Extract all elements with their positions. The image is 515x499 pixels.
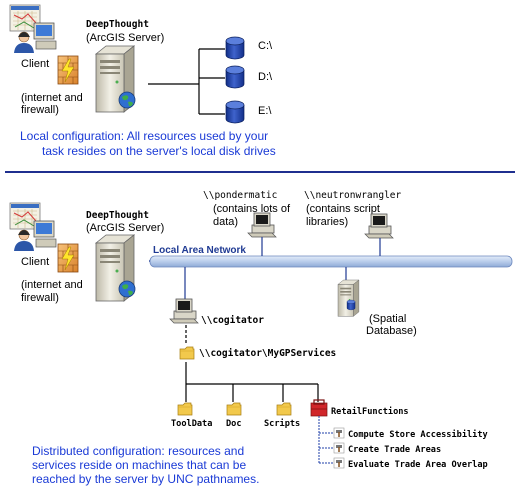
- doc-folder-icon: [226, 402, 242, 416]
- spatial-db-line2: Database): [366, 325, 417, 337]
- pondermatic-workstation-icon: [247, 212, 277, 238]
- globe-icon: [118, 91, 136, 109]
- tool-icon: [333, 427, 345, 439]
- top-firewall-line1: (internet and: [21, 92, 83, 104]
- bottom-caption-line2: services reside on machines that can be: [32, 458, 246, 472]
- bottom-caption-line1: Distributed configuration: resources and: [32, 444, 244, 458]
- pondermatic-line2: data): [213, 216, 238, 228]
- cogitator-name: \\cogitator: [201, 315, 264, 326]
- bottom-server-subtitle: (ArcGIS Server): [86, 222, 164, 234]
- lan-label: Local Area Network: [153, 245, 246, 256]
- client-icon: [9, 4, 57, 54]
- top-caption-line2: task resides on the server's local disk …: [42, 144, 276, 158]
- neutronwrangler-workstation-icon: [364, 213, 394, 239]
- toolbox-name: RetailFunctions: [331, 406, 409, 417]
- neutronwrangler-name: \\neutronwrangler: [304, 190, 402, 201]
- drive-c-label: C:\: [258, 40, 273, 52]
- bottom-client-label: Client: [21, 256, 49, 268]
- spatial-db-line1: (Spatial: [369, 313, 406, 325]
- disk-icon: [225, 100, 245, 124]
- top-connections: [148, 48, 225, 115]
- disk-icon: [225, 65, 245, 89]
- pondermatic-name: \\pondermatic: [203, 190, 277, 201]
- folder-label-scripts: Scripts: [264, 418, 300, 429]
- share-folder-icon: [179, 346, 195, 360]
- lan-bar: [149, 255, 513, 268]
- tool-compute-store-accessibility: Compute Store Accessibility: [348, 429, 488, 440]
- cogitator-workstation-icon: [169, 298, 199, 324]
- toolbox-icon: [310, 399, 328, 417]
- top-server-name: DeepThought: [86, 19, 149, 30]
- tool-icon: [333, 442, 345, 454]
- pondermatic-line1: (contains lots of: [213, 203, 291, 215]
- top-firewall-line2: firewall): [21, 104, 59, 116]
- bottom-firewall-line1: (internet and: [21, 279, 83, 291]
- folder-label-tooldata: ToolData: [171, 419, 212, 429]
- top-server-subtitle: (ArcGIS Server): [86, 32, 164, 44]
- toolbox-tree-lines: [318, 416, 333, 464]
- tooldata-folder-icon: [177, 402, 193, 416]
- bottom-firewall-line2: firewall): [21, 292, 59, 304]
- database-server-icon: [337, 279, 360, 317]
- disk-icon: [225, 36, 245, 60]
- section-divider: [5, 171, 515, 173]
- neutronwrangler-line2: libraries): [306, 216, 348, 228]
- folder-label-doc: Doc: [226, 419, 242, 429]
- client-icon: [9, 202, 57, 252]
- tool-evaluate-trade-area-overlap: Evaluate Trade Area Overlap: [348, 460, 488, 470]
- neutronwrangler-line1: (contains script: [306, 203, 380, 215]
- share-tree-lines: [185, 362, 319, 402]
- scripts-folder-icon: [276, 402, 292, 416]
- top-caption-line1: Local configuration: All resources used …: [20, 129, 268, 143]
- firewall-icon: [57, 55, 79, 85]
- tool-icon: [333, 457, 345, 469]
- drive-d-label: D:\: [258, 71, 273, 83]
- globe-icon: [118, 280, 136, 298]
- firewall-icon: [57, 243, 79, 273]
- share-path: \\cogitator\MyGPServices: [199, 348, 336, 359]
- tool-create-trade-areas: Create Trade Areas: [348, 445, 441, 455]
- drive-e-label: E:\: [258, 105, 272, 117]
- top-client-label: Client: [21, 58, 49, 70]
- bottom-server-name: DeepThought: [86, 210, 149, 221]
- bottom-caption-line3: reached by the server by UNC pathnames.: [32, 472, 259, 486]
